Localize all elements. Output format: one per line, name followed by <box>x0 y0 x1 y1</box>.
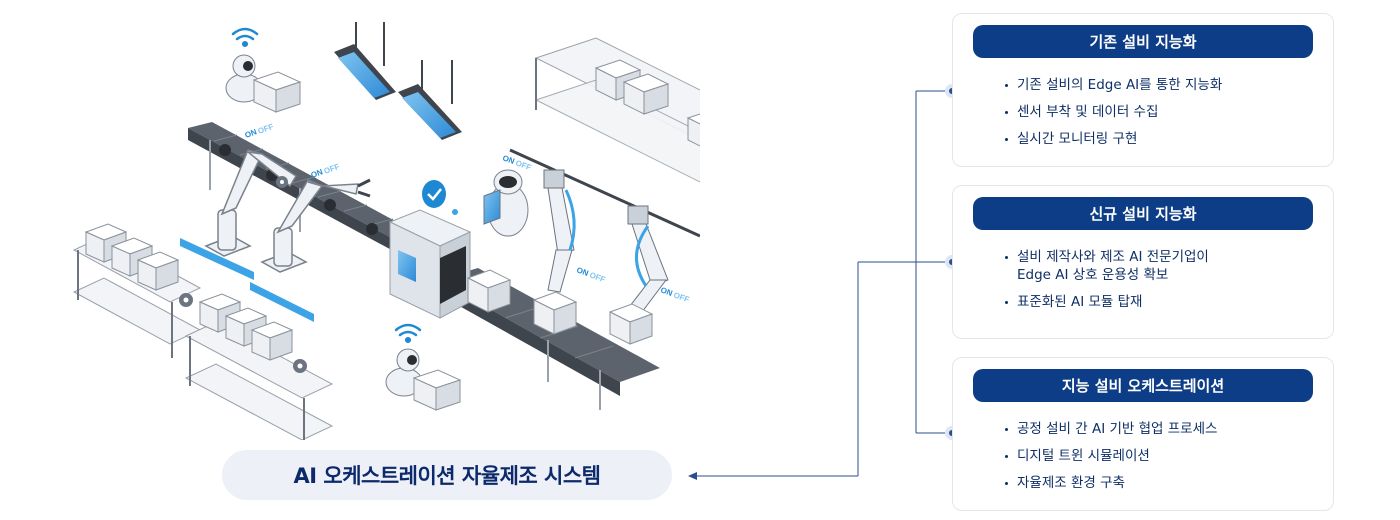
ceiling-monitors <box>334 22 462 140</box>
list-item: 기존 설비의 Edge AI를 통한 지능화 <box>1005 76 1222 94</box>
on-label: ON <box>244 127 259 140</box>
list-item: 공정 설비 간 AI 기반 협업 프로세스 <box>1005 420 1217 438</box>
factory-illustration: ON OFF ON OFF ON OFF ON OFF ON OFF <box>72 22 700 440</box>
panel-orchestration: 지능 설비 오케스트레이션 공정 설비 간 AI 기반 협업 프로세스 디지털 … <box>952 357 1334 511</box>
inspection-machine <box>388 209 472 319</box>
panel-list: 기존 설비의 Edge AI를 통한 지능화 센서 부착 및 데이터 수집 실시… <box>1005 76 1222 157</box>
robotic-arms-left <box>204 149 359 273</box>
panel-list: 설비 제작사와 제조 AI 전문기업이 Edge AI 상호 운용성 확보 표준… <box>1005 248 1209 320</box>
list-item: 디지털 트윈 시뮬레이션 <box>1005 447 1217 465</box>
gear-icon <box>179 176 307 373</box>
service-robot <box>483 169 529 237</box>
system-title: AI 오케스트레이션 자율제조 시스템 <box>222 450 672 500</box>
off-label: OFF <box>672 290 690 304</box>
on-label: ON <box>310 167 325 180</box>
off-label: OFF <box>323 162 341 176</box>
on-label: ON <box>575 265 590 278</box>
wifi-icon <box>394 323 422 344</box>
off-label: OFF <box>257 122 275 136</box>
security-camera-upper <box>225 54 302 113</box>
security-camera-lower <box>385 348 462 411</box>
check-badge-icon <box>422 180 446 208</box>
list-item: 자율제조 환경 구축 <box>1005 474 1217 492</box>
robotic-arm-gripper <box>357 178 371 198</box>
panel-title: 기존 설비 지능화 <box>973 25 1313 58</box>
storage-shelf-right <box>534 37 700 183</box>
robotic-arms-right <box>466 148 700 345</box>
on-label: ON <box>659 285 674 298</box>
panel-title: 신규 설비 지능화 <box>973 197 1313 230</box>
storage-shelf-left <box>72 223 334 440</box>
list-item: 센서 부착 및 데이터 수집 <box>1005 103 1222 121</box>
panel-existing-equipment: 기존 설비 지능화 기존 설비의 Edge AI를 통한 지능화 센서 부착 및… <box>952 13 1334 167</box>
list-item: 실시간 모니터링 구현 <box>1005 130 1222 148</box>
list-item: 표준화된 AI 모듈 탑재 <box>1005 293 1209 311</box>
list-item: 설비 제작사와 제조 AI 전문기업이 Edge AI 상호 운용성 확보 <box>1005 248 1209 284</box>
panel-new-equipment: 신규 설비 지능화 설비 제작사와 제조 AI 전문기업이 Edge AI 상호… <box>952 185 1334 339</box>
arrow-left-icon <box>688 472 697 480</box>
on-label: ON <box>501 153 516 166</box>
panel-list: 공정 설비 간 AI 기반 협업 프로세스 디지털 트윈 시뮬레이션 자율제조 … <box>1005 420 1217 501</box>
wifi-icon <box>231 27 259 48</box>
panel-title: 지능 설비 오케스트레이션 <box>973 369 1313 402</box>
off-label: OFF <box>588 270 606 284</box>
